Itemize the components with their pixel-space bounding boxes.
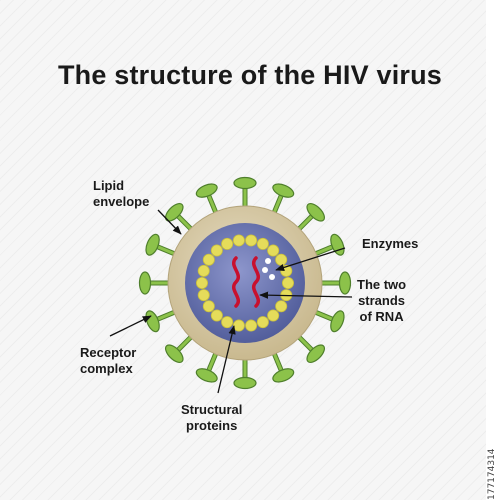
- spike-cap: [233, 376, 257, 390]
- enzyme-dot: [265, 258, 271, 264]
- protein-dot: [245, 234, 258, 247]
- protein-dot: [267, 309, 280, 322]
- spike-cap: [164, 202, 184, 222]
- spike-cap: [306, 344, 326, 364]
- protein-dot: [256, 316, 269, 329]
- spike-cap: [195, 183, 218, 198]
- enzymes-dots: [262, 258, 275, 280]
- spike-cap: [272, 183, 295, 198]
- label-structural-proteins: Structural proteins: [181, 402, 243, 433]
- spike-cap: [330, 310, 345, 333]
- spike-cap: [145, 233, 160, 256]
- spike-cap: [338, 271, 352, 295]
- protein-dot: [232, 319, 245, 332]
- spike-cap: [138, 271, 152, 295]
- rna-strand-1: [232, 256, 240, 308]
- protein-dot: [195, 276, 208, 289]
- label-lipid-envelope: Lipid envelope: [93, 178, 150, 209]
- protein-dot: [202, 300, 215, 313]
- arrow-receptor: [109, 315, 152, 337]
- spike-cap: [272, 368, 295, 383]
- protein-dot: [221, 316, 234, 329]
- side-strip: [486, 0, 500, 500]
- protein-dot: [275, 253, 288, 266]
- label-receptor-complex: Receptor complex: [80, 345, 137, 376]
- page-title: The structure of the HIV virus: [57, 60, 443, 90]
- protein-dot: [275, 300, 288, 313]
- spike-cap: [306, 202, 326, 222]
- protein-dot: [210, 244, 223, 257]
- protein-dot: [267, 244, 280, 257]
- protein-dot: [202, 253, 215, 266]
- receptor-spike: [291, 329, 326, 364]
- protein-dot: [232, 234, 245, 247]
- protein-dot: [197, 289, 210, 302]
- protein-dot: [281, 276, 294, 289]
- pointer-arrows: [109, 209, 353, 394]
- spike-cap: [195, 368, 218, 383]
- arrow-enzymes: [275, 247, 346, 271]
- protein-dot: [245, 319, 258, 332]
- spike-cap: [233, 176, 257, 190]
- rna-strand-2: [252, 256, 260, 308]
- protein-dot: [221, 237, 234, 250]
- protein-dot: [197, 264, 210, 277]
- arrow-lipid-envelope: [157, 209, 182, 235]
- arrow-rna: [259, 291, 353, 299]
- enzyme-dot: [269, 274, 275, 280]
- arrow-structural: [217, 325, 236, 394]
- label-enzymes: Enzymes: [362, 236, 419, 251]
- rna-strands: [232, 256, 260, 308]
- structural-proteins: [195, 234, 294, 332]
- enzyme-dot: [262, 267, 268, 273]
- protein-dot: [256, 237, 269, 250]
- spike-cap: [164, 344, 184, 364]
- protein-dot: [210, 309, 223, 322]
- label-rna: The two strands of RNA: [357, 277, 407, 324]
